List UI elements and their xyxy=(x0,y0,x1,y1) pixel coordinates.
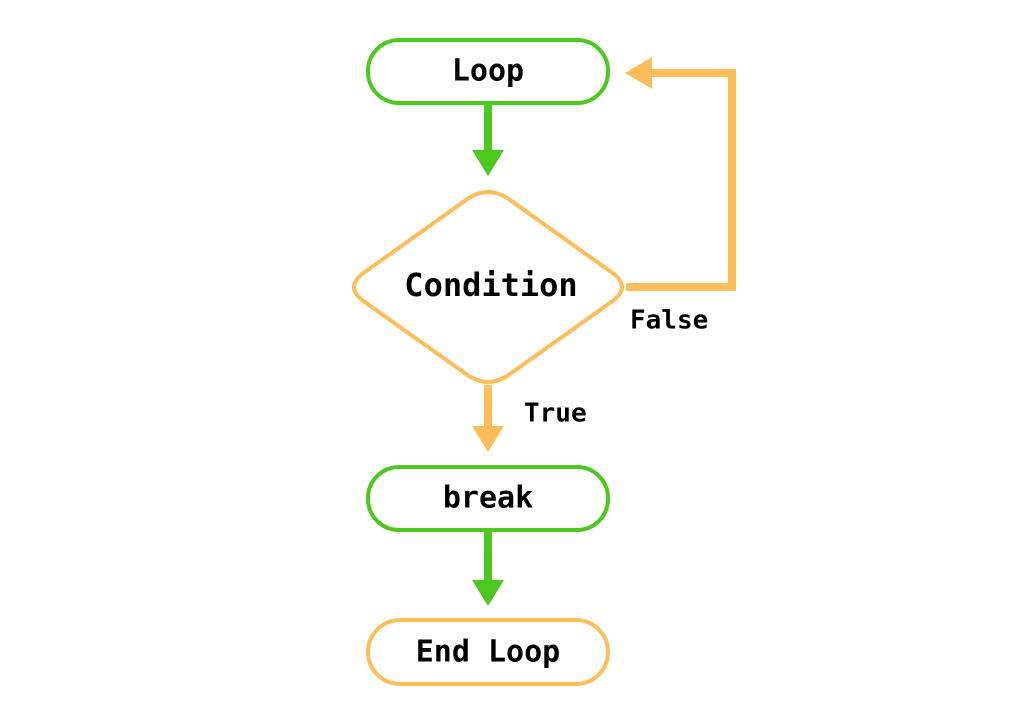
node-loop-shape xyxy=(366,38,610,105)
node-end-loop-shape xyxy=(366,618,610,686)
edge-condition-to-loop-false xyxy=(625,57,736,291)
edge-loop-to-condition xyxy=(472,104,504,176)
edge-break-to-end-arrowhead xyxy=(472,580,504,606)
node-break-shape xyxy=(366,465,610,532)
node-loop: Loop xyxy=(366,38,610,105)
node-condition-label: Condition xyxy=(404,266,577,304)
edge-condition-to-break-true xyxy=(472,385,504,452)
node-loop-label: Loop xyxy=(452,54,524,89)
edge-true-arrowhead xyxy=(472,426,504,452)
node-condition: Condition xyxy=(352,190,624,384)
edge-loop-to-condition-arrowhead xyxy=(472,150,504,176)
edge-label-true: True xyxy=(524,399,587,429)
node-break: break xyxy=(366,465,610,532)
edge-false-arrowhead xyxy=(625,57,652,89)
node-end-loop-label: End Loop xyxy=(416,635,561,670)
node-break-label: break xyxy=(443,481,533,516)
edge-break-to-end-loop xyxy=(472,531,504,606)
edge-false-path xyxy=(626,69,736,291)
node-end-loop: End Loop xyxy=(366,618,610,686)
edge-label-false: False xyxy=(630,306,708,336)
node-condition-shape xyxy=(352,190,624,384)
